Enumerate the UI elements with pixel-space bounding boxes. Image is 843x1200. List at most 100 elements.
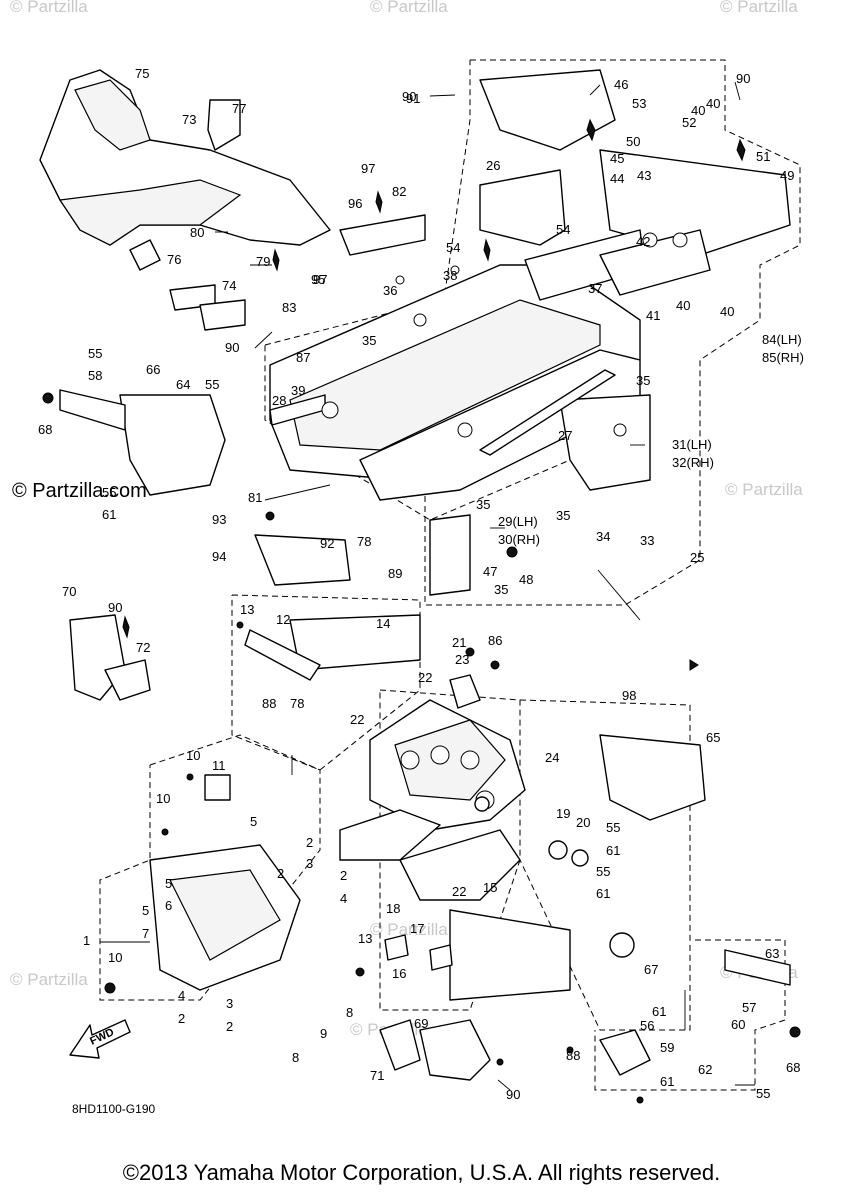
watermark-main: © Partzilla.com xyxy=(12,480,147,502)
callout-label: 40 xyxy=(720,304,734,319)
callout-label: 8 xyxy=(346,1005,353,1020)
callout-label: 1 xyxy=(83,933,90,948)
plate-96 xyxy=(339,214,426,256)
callout-label: 55 xyxy=(606,820,620,835)
watermark-faint: © Partzilla xyxy=(10,0,88,16)
callout-label: 16 xyxy=(392,966,406,981)
callout-label: 61 xyxy=(606,843,620,858)
callout-label: 77 xyxy=(232,101,246,116)
callout-label: 17 xyxy=(410,921,424,936)
callout-label: 87 xyxy=(296,350,310,365)
rail-27 xyxy=(479,369,616,456)
plate-92 xyxy=(254,534,351,586)
callout-label: 27 xyxy=(558,428,572,443)
callout-label: 26 xyxy=(486,158,500,173)
callout-label: 55 xyxy=(102,485,116,500)
rear-plate-51 xyxy=(599,149,791,256)
callout-label: 72 xyxy=(136,640,150,655)
callout-label: 63 xyxy=(765,946,779,961)
callout-label: 8 xyxy=(292,1050,299,1065)
callout-label: 61 xyxy=(652,1004,666,1019)
callout-label: 80 xyxy=(190,225,204,240)
bracket-65 xyxy=(599,734,706,821)
watermark-faint: © Partzilla xyxy=(370,920,448,939)
callout-label: 2 xyxy=(306,835,313,850)
upper-frame xyxy=(59,69,791,596)
callout-label: 61 xyxy=(660,1074,674,1089)
callout-label: 29(LH) xyxy=(498,514,538,529)
callout-label: 10 xyxy=(186,748,200,763)
bar-57 xyxy=(724,949,791,986)
callout-label: 38 xyxy=(443,268,457,283)
callout-label: 24 xyxy=(545,750,559,765)
fwd-arrow: FWD xyxy=(69,1019,131,1059)
callout-label: 28 xyxy=(272,393,286,408)
callout-label: 20 xyxy=(576,815,590,830)
callout-label: 48 xyxy=(519,572,533,587)
callout-label: 23 xyxy=(455,652,469,667)
callout-label: 59 xyxy=(660,1040,674,1055)
callout-label: 57 xyxy=(742,1000,756,1015)
copyright-footer: ©2013 Yamaha Motor Corporation, U.S.A. A… xyxy=(122,1160,721,1185)
callout-label: 22 xyxy=(350,712,364,727)
callout-label: 3 xyxy=(226,996,233,1011)
callout-label: 32(RH) xyxy=(672,455,714,470)
callout-label: 90 xyxy=(736,71,750,86)
callout-label: 53 xyxy=(632,96,646,111)
callout-label: 7 xyxy=(142,926,149,941)
box-26 xyxy=(479,169,566,246)
callout-label: 90 xyxy=(506,1087,520,1102)
callout-label: 5 xyxy=(165,876,172,891)
callout-label: 64 xyxy=(176,377,190,392)
callout-label: 84(LH) xyxy=(762,332,802,347)
callout-label: 5 xyxy=(250,814,257,829)
callout-label: 12 xyxy=(276,612,290,627)
callout-label: 79 xyxy=(256,254,270,269)
callout-label: 90 xyxy=(108,600,122,615)
callout-label: 47 xyxy=(483,564,497,579)
callout-label: 10 xyxy=(108,950,122,965)
callout-label: 78 xyxy=(290,696,304,711)
hood-cowl xyxy=(39,69,331,331)
callout-label: 42 xyxy=(636,234,650,249)
bar-58 xyxy=(59,389,126,431)
side-plate-31 xyxy=(559,394,651,491)
callout-label: 35 xyxy=(494,582,508,597)
callout-label: 45 xyxy=(610,151,624,166)
watermark-faint: © Partzilla xyxy=(370,0,448,16)
callout-label: 76 xyxy=(167,252,181,267)
callout-labels: 1 2 2 3 2 4 4 2 3 2 5 5 6 5 7 8 8 9 10 1… xyxy=(38,66,804,1102)
callout-label: 2 xyxy=(277,866,284,881)
callout-label: 61 xyxy=(102,507,116,522)
callout-label: 55 xyxy=(88,346,102,361)
callout-label: 5 xyxy=(142,903,149,918)
callout-label: 55 xyxy=(756,1086,770,1101)
callout-label: 11 xyxy=(212,758,226,773)
callout-label: 70 xyxy=(62,584,76,599)
callout-label: 68 xyxy=(786,1060,800,1075)
callout-label: 41 xyxy=(646,308,660,323)
callout-label: 58 xyxy=(88,368,102,383)
callout-label: 65 xyxy=(706,730,720,745)
callout-label: 33 xyxy=(640,533,654,548)
callout-label: 90 xyxy=(402,89,416,104)
pad-74 xyxy=(199,299,246,331)
callout-label: 19 xyxy=(556,806,570,821)
callout-label: 6 xyxy=(165,898,172,913)
callout-label: 2 xyxy=(340,868,347,883)
callout-label: 78 xyxy=(357,534,371,549)
callout-label: 40 xyxy=(706,96,720,111)
callout-label: 96 xyxy=(348,196,362,211)
callout-label: 39 xyxy=(291,383,305,398)
callout-label: 74 xyxy=(222,278,236,293)
callout-label: 44 xyxy=(610,171,624,186)
callout-label: 51 xyxy=(756,149,770,164)
callout-label: 56 xyxy=(640,1018,654,1033)
callout-label: 90 xyxy=(225,340,239,355)
callout-label: 9 xyxy=(320,1026,327,1041)
callout-label: 71 xyxy=(370,1068,384,1083)
bracket-77 xyxy=(207,99,241,151)
callout-label: 83 xyxy=(282,300,296,315)
callout-label: 10 xyxy=(156,791,170,806)
